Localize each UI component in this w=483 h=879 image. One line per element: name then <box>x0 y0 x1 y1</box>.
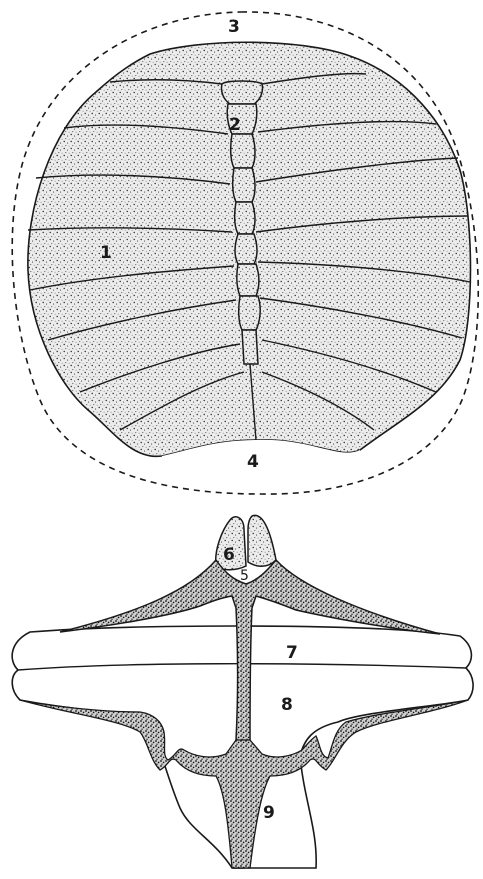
label-1: 1 <box>100 243 112 263</box>
label-7: 7 <box>286 643 298 663</box>
label-2: 2 <box>229 115 241 135</box>
label-5: 5 <box>240 568 249 584</box>
label-4: 4 <box>247 452 259 472</box>
label-3: 3 <box>228 17 240 37</box>
plastron-panel: 5 6 7 8 9 <box>12 515 473 868</box>
label-8: 8 <box>281 695 293 715</box>
carapace-panel: 1 2 3 4 <box>12 12 478 494</box>
label-6: 6 <box>223 545 235 565</box>
label-9: 9 <box>263 803 275 823</box>
